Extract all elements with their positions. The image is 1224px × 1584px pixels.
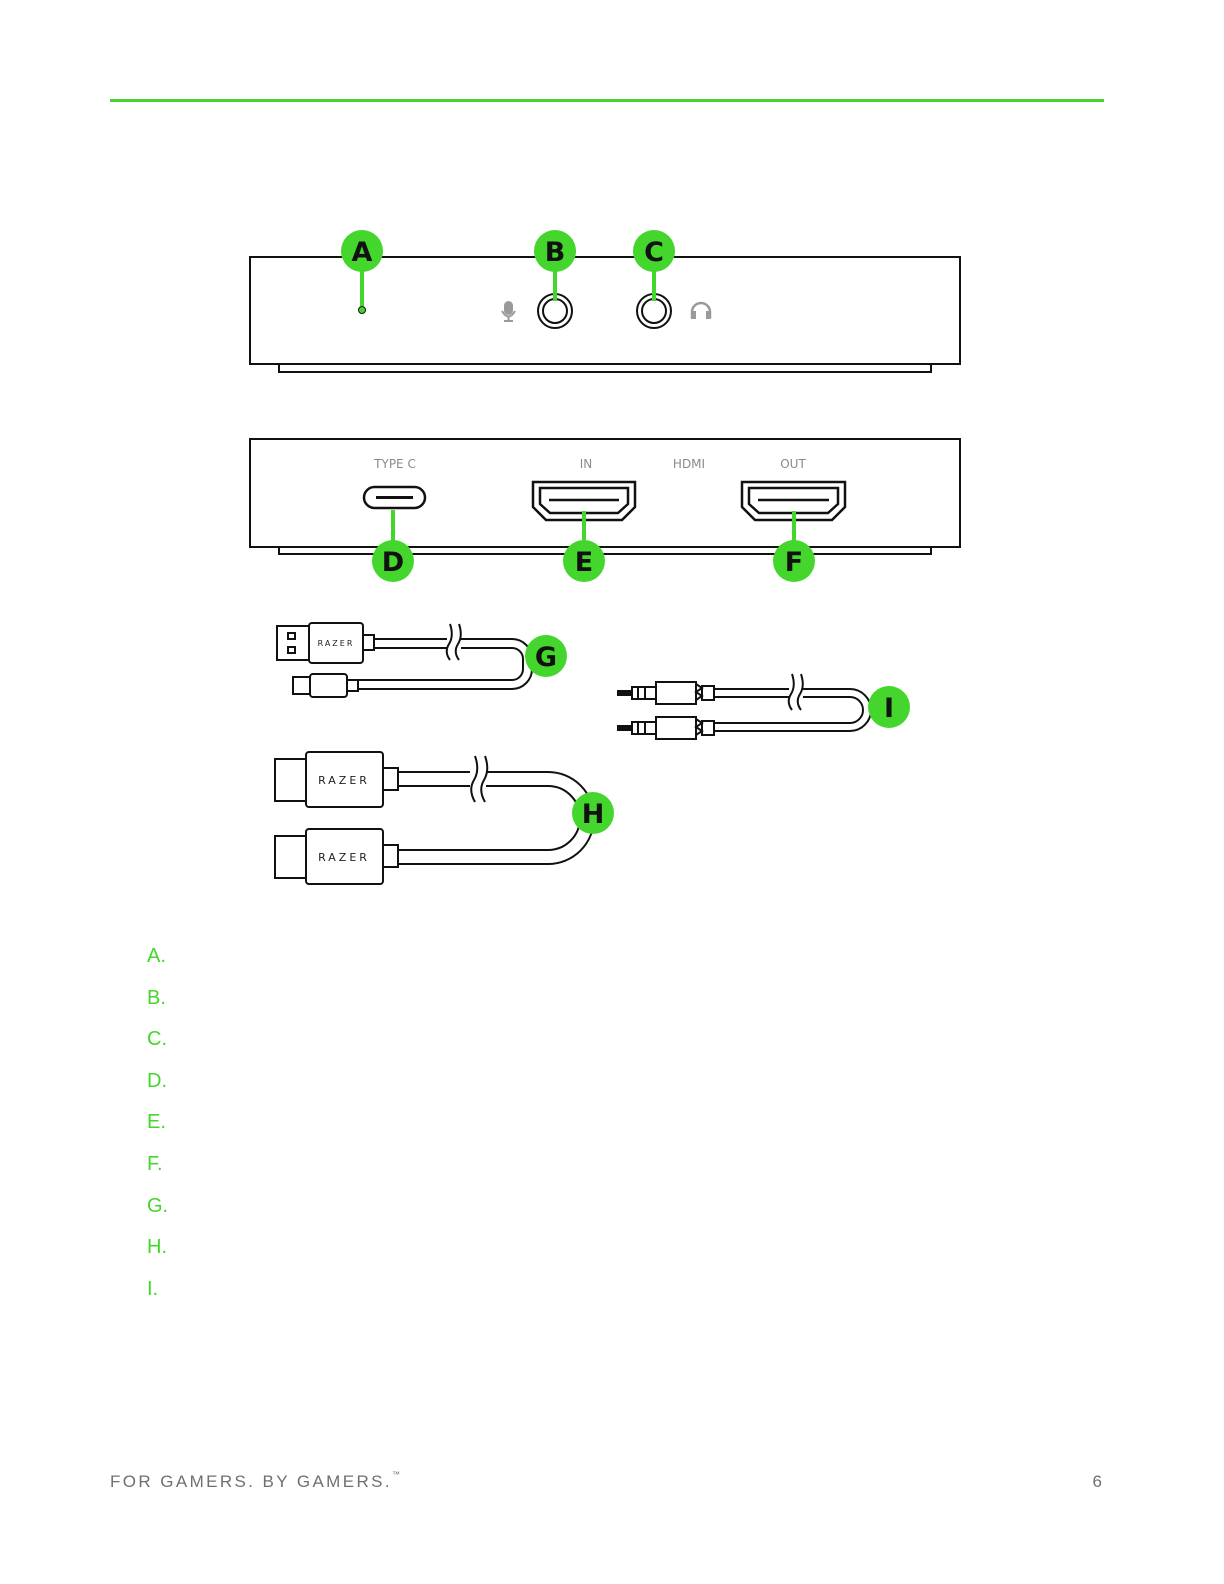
device-diagram: TYPE C IN HDMI OUT RAZER: [249, 230, 961, 885]
component-legend: A. B. C. D. E. F. G. H. I.: [147, 942, 168, 1316]
svg-text:G: G: [535, 642, 557, 673]
hdmi-label: HDMI: [673, 457, 705, 471]
usb-cable-brand: RAZER: [318, 639, 355, 648]
legend-item: D.: [147, 1069, 167, 1092]
hdmi-cable-brand-1: RAZER: [318, 774, 370, 787]
svg-text:E: E: [575, 547, 593, 578]
svg-text:D: D: [382, 547, 404, 578]
legend-item: A.: [147, 945, 166, 967]
hdmi-out-port: [740, 480, 847, 522]
header-rule: [110, 99, 1104, 102]
legend-item: H.: [147, 1236, 167, 1259]
legend-item: I.: [147, 1277, 159, 1300]
headphones-icon: [690, 301, 712, 319]
callout-a: A: [341, 230, 383, 272]
hdmi-out-label: OUT: [780, 457, 806, 471]
callout-i: I: [868, 686, 910, 728]
page-number: 6: [1092, 1472, 1102, 1491]
legend-item: E.: [147, 1111, 166, 1134]
svg-text:I: I: [884, 693, 894, 724]
slogan-text: FOR GAMERS. BY GAMERS.: [110, 1472, 393, 1491]
svg-text:F: F: [785, 547, 803, 578]
svg-text:B: B: [545, 237, 566, 268]
legend-item: G.: [147, 1194, 169, 1217]
callout-f: F: [773, 540, 815, 582]
legend-item: C.: [147, 1028, 167, 1051]
svg-text:C: C: [644, 237, 664, 268]
hdmi-cable: [274, 751, 595, 885]
hdmi-in-port: [531, 480, 637, 522]
back-panel: [249, 438, 961, 555]
usb-c-port: [362, 485, 427, 510]
usb-cable: [276, 622, 533, 698]
legend-item: B.: [147, 986, 166, 1009]
svg-text:A: A: [352, 237, 373, 268]
trademark-symbol: ™: [392, 1470, 401, 1479]
footer-slogan: FOR GAMERS. BY GAMERS.™: [110, 1470, 401, 1492]
hdmi-cable-brand-2: RAZER: [318, 851, 370, 864]
callout-h: H: [572, 792, 614, 834]
callout-g: G: [525, 635, 567, 677]
legend-item: F.: [147, 1152, 163, 1175]
callout-e: E: [563, 540, 605, 582]
front-panel: [249, 256, 961, 373]
status-led: [358, 268, 366, 314]
callout-b: B: [534, 230, 576, 272]
microphone-icon: [501, 301, 516, 322]
hdmi-in-label: IN: [580, 457, 593, 471]
type-c-label: TYPE C: [373, 457, 416, 471]
callout-c: C: [633, 230, 675, 272]
audio-cable: [617, 673, 872, 740]
callout-d: D: [372, 540, 414, 582]
svg-text:H: H: [582, 799, 605, 830]
